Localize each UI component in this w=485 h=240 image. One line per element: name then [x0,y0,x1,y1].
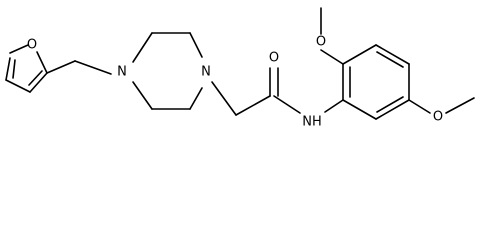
piperazine-nitrogen-right-label: N [201,65,211,80]
bond-n-ch2 [211,81,237,116]
furan-bond-c2-c3-inner [28,70,43,86]
furan-ring [5,44,48,93]
benzene-bond-c5-c6-inner [376,96,404,113]
furan-bond-ring-o-c5 [9,44,29,54]
piperazine-bond-c6-n1 [132,81,153,110]
benzene-bond-c2-c3 [342,44,377,65]
furan-bond-c3-c4 [5,79,31,93]
piperazine-nitrogen-left-label: N [117,65,127,80]
furan-bond-c2-o [36,51,48,74]
bond-aryl-o-right [408,99,431,114]
piperazine-bond-n4-c5 [189,87,203,110]
piperazine-ring [132,32,203,110]
furan-oxygen-label: O [27,38,37,53]
benzene-bond-c5-c6 [375,99,410,120]
methoxy-top-oxygen-label: O [316,35,326,50]
benzene-ring [342,44,410,120]
molecule-structure: O N N O NH O O [5,7,475,130]
amide-nh-label: NH [302,115,322,130]
furan-bond-c2-c3 [29,72,48,93]
piperazine-bond-n1-c2 [132,32,153,63]
bond-aryl-o-top [320,49,344,65]
bond-carbonyl-nh [273,95,301,114]
bond-o-ch3-right [445,97,475,114]
bond-ch2-n [74,60,112,75]
piperazine-bond-c3-n4 [189,32,203,58]
benzene-bond-c3-c4 [375,44,410,65]
bond-furan-ch2 [46,60,76,74]
furan-bond-c4-c5 [5,57,11,81]
bond-ch2-carbonyl [235,95,271,116]
carbonyl-oxygen-label: O [269,51,279,66]
benzene-bond-c3-c4-inner [376,51,404,68]
methoxy-right-oxygen-label: O [433,110,443,125]
furan-bond-c4-c5-inner [12,59,16,79]
bond-nh-aryl [324,99,344,113]
benzene-bond-c6-c1 [342,99,377,120]
